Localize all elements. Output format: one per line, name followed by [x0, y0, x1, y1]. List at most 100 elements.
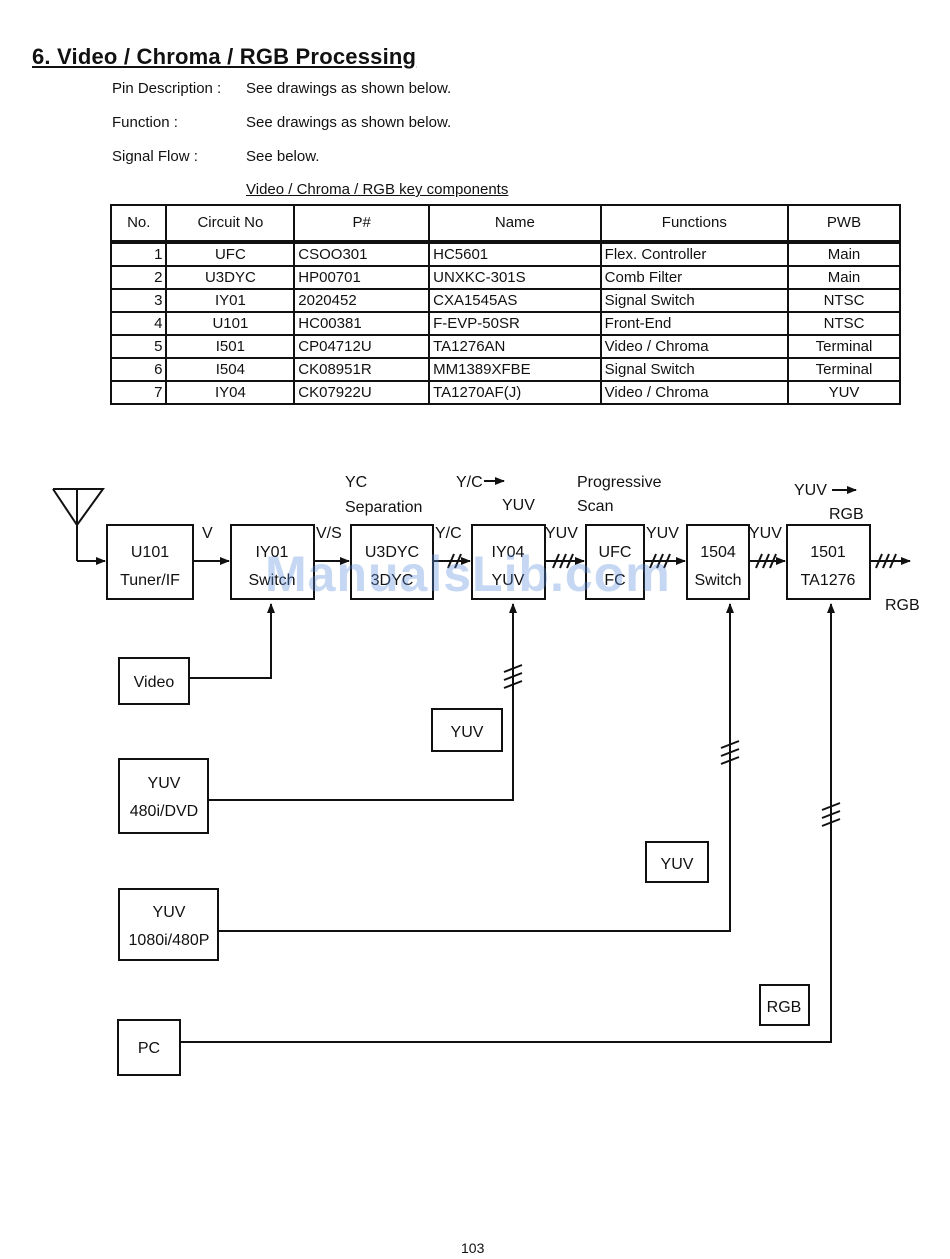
- col-header-circuit: Circuit No: [165, 204, 296, 244]
- block-iy01-l2: Switch: [248, 572, 295, 589]
- input-rgb-label: RGB: [767, 999, 802, 1016]
- table-row: 1 UFC CSOO301 HC5601 Flex. Controller Ma…: [109, 241, 901, 267]
- table-row: 7 IY04 CK07922U TA1270AF(J) Video / Chro…: [109, 380, 901, 405]
- cell-circuit: UFC: [165, 241, 296, 267]
- cell-name: TA1276AN: [428, 334, 602, 359]
- cell-function: Signal Switch: [599, 288, 790, 313]
- cell-circuit: U3DYC: [165, 265, 296, 290]
- input-yuv-b-label: YUV: [661, 856, 694, 873]
- col-header-functions: Functions: [599, 204, 790, 244]
- input-pc-label: PC: [138, 1040, 160, 1057]
- stage-label-yc-to-l2: YUV: [502, 497, 535, 514]
- page-title: 6. Video / Chroma / RGB Processing: [32, 44, 417, 69]
- table-row: 4 U101 HC00381 F-EVP-50SR Front-End NTSC: [109, 311, 901, 336]
- stage-label-yc-to-l1: Y/C: [456, 474, 483, 491]
- cell-pwb: Terminal: [787, 334, 901, 359]
- input-yuv-dvd: [118, 758, 209, 834]
- route-video: [189, 603, 275, 679]
- table-header-row: No. Circuit No P# Name Functions PWB: [109, 204, 901, 244]
- cell-no: 7: [109, 380, 168, 405]
- input-video: [118, 657, 190, 705]
- route-pc: [180, 603, 835, 1043]
- cell-part: 2020452: [293, 288, 431, 313]
- cell-circuit: I501: [165, 334, 296, 359]
- block-u101-l1: U101: [131, 544, 169, 561]
- bus-marks: [447, 553, 897, 569]
- stage-label-yuv-rgb-l2: RGB: [829, 506, 864, 523]
- input-yuv-a-label: YUV: [451, 724, 484, 741]
- cell-name: HC5601: [428, 241, 602, 267]
- stage-label-yuv-rgb-l1: YUV: [794, 482, 827, 499]
- cell-function: Flex. Controller: [599, 241, 790, 267]
- cell-function: Video / Chroma: [599, 334, 790, 359]
- col-header-no: No.: [109, 204, 168, 244]
- cell-pwb: Terminal: [787, 357, 901, 382]
- block-1501-l2: TA1276: [801, 572, 856, 589]
- block-iy04-l2: YUV: [492, 572, 525, 589]
- input-yuv-dvd-l1: YUV: [148, 775, 181, 792]
- input-pc: [117, 1019, 181, 1076]
- input-yuv-hd-l2: 1080i/480P: [129, 932, 210, 949]
- signal-label-yuv3: YUV: [749, 525, 782, 542]
- watermark: ManualsLib.com: [265, 546, 671, 602]
- cell-circuit: U101: [165, 311, 296, 336]
- cell-part: CK08951R: [293, 357, 431, 382]
- block-iy01-l1: IY01: [256, 544, 289, 561]
- route-yuv-dvd: [208, 603, 517, 801]
- table-row: 5 I501 CP04712U TA1276AN Video / Chroma …: [109, 334, 901, 359]
- cell-part: CSOO301: [293, 241, 431, 267]
- function-value: See drawings as shown below.: [246, 114, 452, 131]
- input-rgb: [759, 984, 810, 1026]
- bus-marks-vertical: [503, 664, 841, 827]
- cell-pwb: Main: [787, 241, 901, 267]
- cell-no: 1: [109, 241, 168, 267]
- cell-part: HC00381: [293, 311, 431, 336]
- cell-function: Comb Filter: [599, 265, 790, 290]
- cell-no: 2: [109, 265, 168, 290]
- table-caption: Video / Chroma / RGB key components: [246, 181, 509, 198]
- input-yuv-a: [431, 708, 503, 752]
- signal-label-v: V: [202, 525, 213, 542]
- signal-label-yuv2: YUV: [646, 525, 679, 542]
- cell-name: MM1389XFBE: [428, 357, 602, 382]
- signal-label-yuv1: YUV: [545, 525, 578, 542]
- function-label: Function :: [112, 114, 178, 131]
- block-1504-l1: 1504: [700, 544, 736, 561]
- cell-part: CP04712U: [293, 334, 431, 359]
- block-u101-l2: Tuner/IF: [120, 572, 180, 589]
- cell-name: CXA1545AS: [428, 288, 602, 313]
- input-yuv-hd: [118, 888, 219, 961]
- cell-part: CK07922U: [293, 380, 431, 405]
- cell-pwb: YUV: [787, 380, 901, 405]
- output-label-rgb: RGB: [885, 597, 920, 614]
- antenna-icon: [52, 488, 105, 561]
- cell-part: HP00701: [293, 265, 431, 290]
- block-ufc-l1: UFC: [599, 544, 632, 561]
- block-u3dyc-l2: 3DYC: [371, 572, 414, 589]
- block-iy04-l1: IY04: [492, 544, 525, 561]
- col-header-part: P#: [293, 204, 431, 244]
- cell-circuit: IY01: [165, 288, 296, 313]
- signal-flow-value: See below.: [246, 148, 320, 165]
- route-yuv-hd: [218, 603, 734, 932]
- cell-no: 5: [109, 334, 168, 359]
- components-table: No. Circuit No P# Name Functions PWB 1 U…: [109, 204, 901, 405]
- cell-pwb: NTSC: [787, 288, 901, 313]
- signal-flow-label: Signal Flow :: [112, 148, 198, 165]
- cell-pwb: NTSC: [787, 311, 901, 336]
- input-yuv-b: [645, 841, 709, 883]
- pin-description-label: Pin Description :: [112, 80, 222, 97]
- cell-circuit: I504: [165, 357, 296, 382]
- cell-name: F-EVP-50SR: [428, 311, 602, 336]
- page-number: 103: [461, 1240, 485, 1256]
- input-video-label: Video: [134, 674, 175, 691]
- cell-function: Video / Chroma: [599, 380, 790, 405]
- input-yuv-hd-l1: YUV: [153, 904, 186, 921]
- block-u3dyc-l1: U3DYC: [365, 544, 419, 561]
- cell-no: 4: [109, 311, 168, 336]
- block-1504-l2: Switch: [694, 572, 741, 589]
- stage-label-yc-sep-l2: Separation: [345, 499, 422, 516]
- cell-no: 6: [109, 357, 168, 382]
- col-header-name: Name: [428, 204, 602, 244]
